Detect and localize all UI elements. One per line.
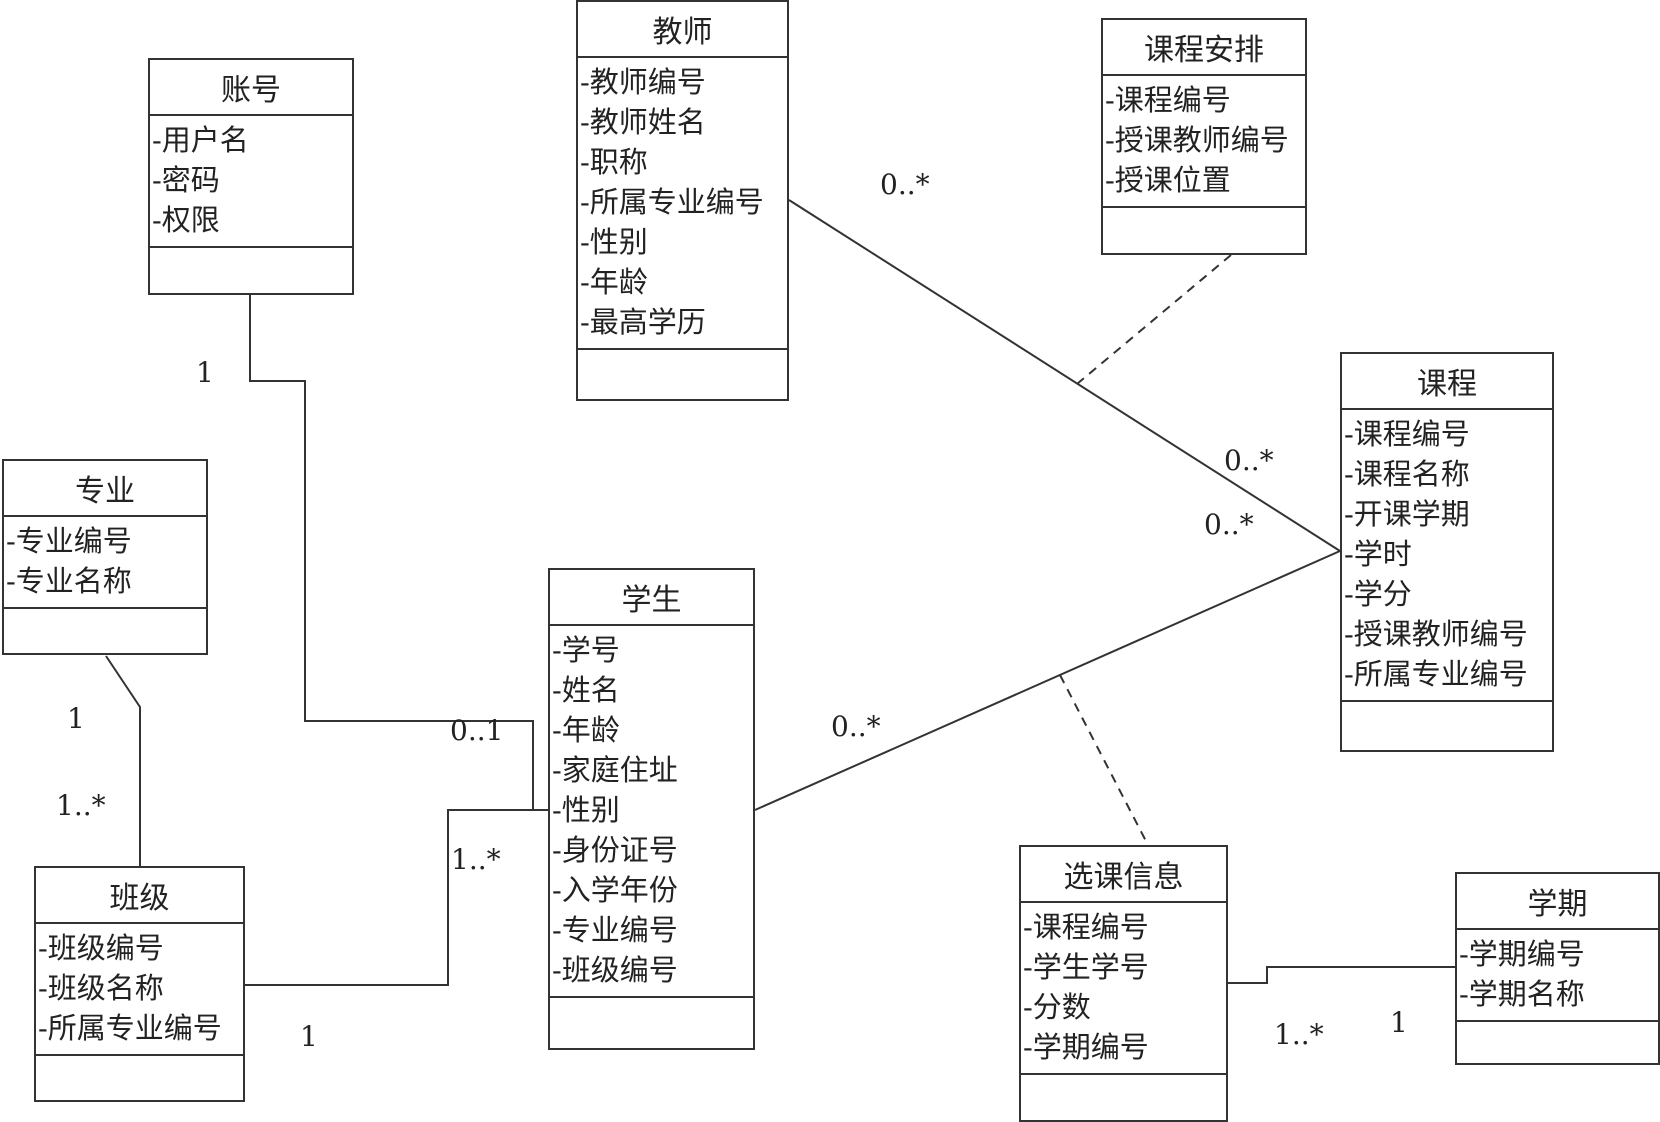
multiplicity-label: 1..* <box>451 843 501 876</box>
class-name: 课程安排 <box>1144 33 1264 68</box>
attribute: -授课教师编号 <box>1105 123 1289 157</box>
attribute: -用户名 <box>152 123 249 157</box>
attribute: -班级编号 <box>552 953 678 987</box>
attribute-list: -班级编号 -班级名称 -所属专业编号 <box>36 922 243 1054</box>
operations-section <box>150 246 352 293</box>
attribute: -家庭住址 <box>552 753 678 787</box>
operations-section <box>578 348 787 399</box>
class-box-teacher[interactable]: 教师 -教师编号 -教师姓名 -职称 -所属专业编号 -性别 -年龄 -最高学历 <box>576 0 789 401</box>
association-class-link-schedule <box>1076 254 1232 385</box>
attribute: -学期名称 <box>1459 977 1585 1011</box>
attribute-list: -学期编号 -学期名称 <box>1457 928 1658 1020</box>
attribute: -学生学号 <box>1023 950 1149 984</box>
operations-section <box>1342 700 1552 750</box>
class-box-student[interactable]: 学生 -学号 -姓名 -年龄 -家庭住址 -性别 -身份证号 -入学年份 -专业… <box>548 568 755 1050</box>
attribute: -课程编号 <box>1344 417 1470 451</box>
attribute: -专业名称 <box>6 564 132 598</box>
attribute: -教师编号 <box>580 65 706 99</box>
attribute: -姓名 <box>552 673 620 707</box>
operations-section <box>550 996 753 1048</box>
attribute-list: -教师编号 -教师姓名 -职称 -所属专业编号 -性别 -年龄 -最高学历 <box>578 56 787 348</box>
multiplicity-label: 0..* <box>1204 508 1254 541</box>
attribute: -所属专业编号 <box>580 185 764 219</box>
class-name: 选课信息 <box>1063 860 1184 895</box>
attribute: -最高学历 <box>580 305 706 339</box>
attribute: -权限 <box>152 203 220 237</box>
attribute: -教师姓名 <box>580 105 706 139</box>
association-class-student <box>245 809 548 986</box>
class-box-account[interactable]: 账号 -用户名 -密码 -权限 <box>148 58 354 295</box>
association-class-link-enrollment <box>1059 674 1149 846</box>
multiplicity-label: 1 <box>196 356 214 389</box>
multiplicity-label: 0..1 <box>450 714 504 747</box>
attribute: -性别 <box>580 225 648 259</box>
operations-section <box>1021 1073 1226 1120</box>
class-name: 学生 <box>621 583 682 618</box>
multiplicity-label: 1..* <box>1274 1018 1324 1051</box>
operations-section <box>1103 206 1305 253</box>
attribute: -所属专业编号 <box>1344 657 1528 691</box>
attribute: -班级编号 <box>38 931 164 965</box>
attribute: -年龄 <box>580 265 648 299</box>
association-enrollment-semester <box>1228 966 1455 984</box>
attribute: -班级名称 <box>38 971 164 1005</box>
class-name: 专业 <box>75 474 135 509</box>
class-name: 教师 <box>652 15 713 50</box>
operations-section <box>4 607 206 653</box>
class-box-class[interactable]: 班级 -班级编号 -班级名称 -所属专业编号 <box>34 866 245 1102</box>
attribute: -密码 <box>152 163 220 197</box>
attribute-list: -课程编号 -授课教师编号 -授课位置 <box>1103 74 1305 206</box>
attribute-list: -学号 -姓名 -年龄 -家庭住址 -性别 -身份证号 -入学年份 -专业编号 … <box>550 624 753 996</box>
attribute: -开课学期 <box>1344 497 1470 531</box>
attribute: -专业编号 <box>6 524 132 558</box>
multiplicity-label: 1 <box>300 1020 318 1053</box>
class-name: 课程 <box>1417 367 1477 402</box>
attribute: -学期编号 <box>1023 1030 1149 1064</box>
attribute-list: -课程编号 -学生学号 -分数 -学期编号 <box>1021 901 1226 1073</box>
operations-section <box>36 1054 243 1100</box>
attribute-list: -用户名 -密码 -权限 <box>150 114 352 246</box>
multiplicity-label: 0..* <box>831 710 881 743</box>
class-box-enrollment[interactable]: 选课信息 -课程编号 -学生学号 -分数 -学期编号 <box>1019 845 1228 1122</box>
multiplicity-label: 1..* <box>56 789 106 822</box>
attribute: -授课教师编号 <box>1344 617 1528 651</box>
attribute: -课程名称 <box>1344 457 1470 491</box>
class-box-major[interactable]: 专业 -专业编号 -专业名称 <box>2 459 208 655</box>
attribute-list: -专业编号 -专业名称 <box>4 515 206 607</box>
attribute-list: -课程编号 -课程名称 -开课学期 -学时 -学分 -授课教师编号 -所属专业编… <box>1342 408 1552 700</box>
multiplicity-label: 0..* <box>880 168 930 201</box>
attribute: -课程编号 <box>1105 83 1231 117</box>
attribute: -职称 <box>580 145 648 179</box>
association-account-student <box>249 294 534 810</box>
attribute: -专业编号 <box>552 913 678 947</box>
association-teacher-course <box>788 199 1341 552</box>
class-name: 账号 <box>221 73 281 108</box>
multiplicity-label: 1 <box>67 702 85 735</box>
association-student-course <box>754 550 1341 811</box>
class-name: 班级 <box>109 881 170 916</box>
attribute: -授课位置 <box>1105 163 1231 197</box>
class-name: 学期 <box>1527 887 1588 922</box>
attribute: -所属专业编号 <box>38 1011 222 1045</box>
attribute: -学号 <box>552 633 620 667</box>
attribute: -分数 <box>1023 990 1091 1024</box>
attribute: -性别 <box>552 793 620 827</box>
attribute: -学分 <box>1344 577 1412 611</box>
attribute: -学时 <box>1344 537 1412 571</box>
operations-section <box>1457 1020 1658 1063</box>
attribute: -年龄 <box>552 713 620 747</box>
class-box-schedule[interactable]: 课程安排 -课程编号 -授课教师编号 -授课位置 <box>1101 18 1307 255</box>
attribute: -学期编号 <box>1459 937 1585 971</box>
attribute: -入学年份 <box>552 873 678 907</box>
class-box-semester[interactable]: 学期 -学期编号 -学期名称 <box>1455 872 1660 1065</box>
class-box-course[interactable]: 课程 -课程编号 -课程名称 -开课学期 -学时 -学分 -授课教师编号 -所属… <box>1340 352 1554 752</box>
multiplicity-label: 0..* <box>1224 444 1274 477</box>
attribute: -身份证号 <box>552 833 678 867</box>
association-major-class <box>105 655 141 866</box>
attribute: -课程编号 <box>1023 910 1149 944</box>
multiplicity-label: 1 <box>1390 1006 1408 1039</box>
